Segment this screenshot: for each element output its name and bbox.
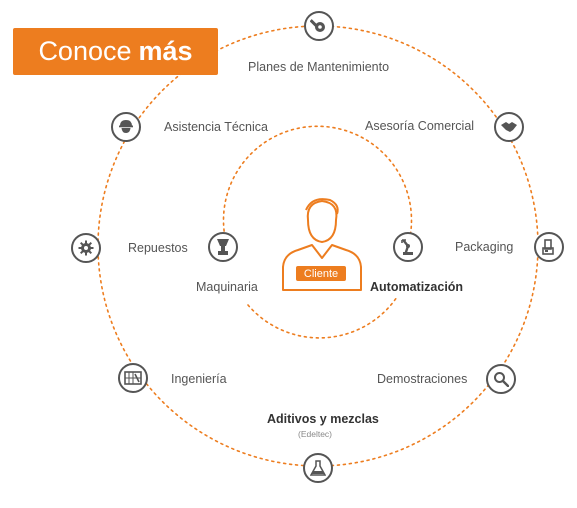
aditivos-sublabel: (Edeltec) [298, 429, 333, 439]
asesoria-label: Asesoría Comercial [365, 119, 475, 133]
asistencia-label: Asistencia Técnica [164, 120, 268, 134]
packaging-node[interactable] [534, 232, 564, 262]
planes-node[interactable] [304, 11, 334, 41]
cta-bold-text: más [138, 36, 193, 66]
asesoria-node[interactable] [494, 112, 524, 142]
asistencia-node[interactable] [111, 112, 141, 142]
maquinaria-node[interactable] [208, 232, 238, 262]
handshake-icon [501, 122, 517, 132]
repuestos-node[interactable] [71, 233, 101, 263]
inner-orbit [222, 125, 413, 238]
cta-light-text: Conoce [38, 36, 132, 66]
planes-label: Planes de Mantenimiento [248, 60, 390, 74]
conoce-mas-button[interactable]: Conoce más [13, 28, 218, 75]
automatizacion-node[interactable] [393, 232, 423, 262]
package-icon [542, 239, 554, 255]
ingenieria-label: Ingeniería [171, 372, 227, 386]
inner-orbit-bottom [247, 296, 398, 339]
automatizacion-label: Automatización [370, 280, 464, 294]
flask-icon [310, 460, 326, 476]
robot-arm-icon [401, 239, 413, 255]
person-icon [282, 198, 362, 291]
demostraciones-label: Demostraciones [377, 372, 468, 386]
wrench-gear-icon [310, 19, 325, 32]
gear-icon [78, 240, 94, 256]
worker-helmet-icon [119, 120, 133, 133]
ingenieria-node[interactable] [118, 363, 148, 393]
cliente-badge: Cliente [296, 266, 346, 281]
machine-icon [217, 239, 229, 255]
packaging-label: Packaging [455, 240, 514, 254]
aditivos-node[interactable] [303, 453, 333, 483]
maquinaria-label: Maquinaria [196, 280, 258, 294]
repuestos-label: Repuestos [128, 241, 188, 255]
demostraciones-node[interactable] [486, 364, 516, 394]
aditivos-label: Aditivos y mezclas [267, 412, 379, 426]
blueprint-icon [124, 371, 142, 385]
magnifier-icon [494, 372, 509, 387]
